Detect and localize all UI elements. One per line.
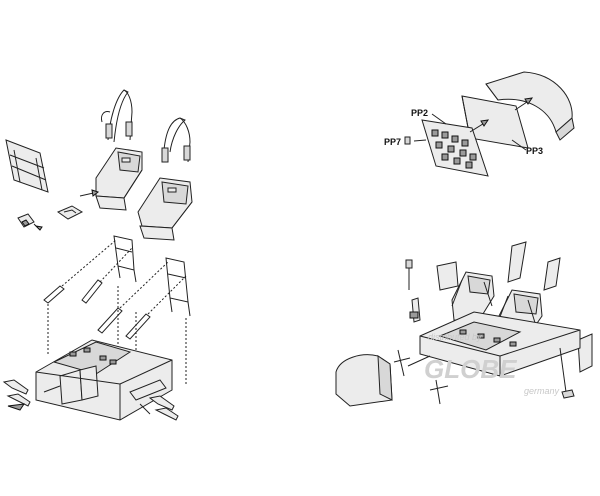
right-assembly: distributed by GLOBE germany xyxy=(335,241,593,407)
pp7-part xyxy=(404,136,411,145)
cockpit-tub-left xyxy=(35,339,173,421)
cowling-right xyxy=(335,354,393,407)
side-panels-right xyxy=(436,241,593,373)
pedal-parts-right xyxy=(393,349,449,405)
front-harness-strap xyxy=(161,117,191,163)
left-assembly xyxy=(2,89,193,421)
front-seat-frame xyxy=(165,257,191,317)
rear-seat xyxy=(79,147,143,211)
harness-buckle-parts xyxy=(17,205,84,231)
side-frame-part xyxy=(5,139,49,193)
instrument-panel-assembly: PP2 PP7 PP3 xyxy=(384,71,575,177)
front-seat xyxy=(137,177,193,241)
pedal-parts-left xyxy=(2,379,179,421)
stick-parts-right xyxy=(405,259,421,323)
label-pp2: PP2 xyxy=(411,108,428,118)
seat-rails xyxy=(43,279,151,340)
watermark: distributed by GLOBE germany xyxy=(424,332,560,396)
watermark-line2: GLOBE xyxy=(424,354,517,384)
label-pp3: PP3 xyxy=(526,146,543,156)
panel-pe-front xyxy=(421,119,489,177)
watermark-line3: germany xyxy=(524,386,560,396)
watermark-line1: distributed by xyxy=(428,332,482,342)
rear-seat-frame xyxy=(113,235,137,283)
rear-harness-strap xyxy=(101,89,133,143)
label-pp7: PP7 xyxy=(384,137,401,147)
cockpit-tub-right xyxy=(407,311,581,399)
